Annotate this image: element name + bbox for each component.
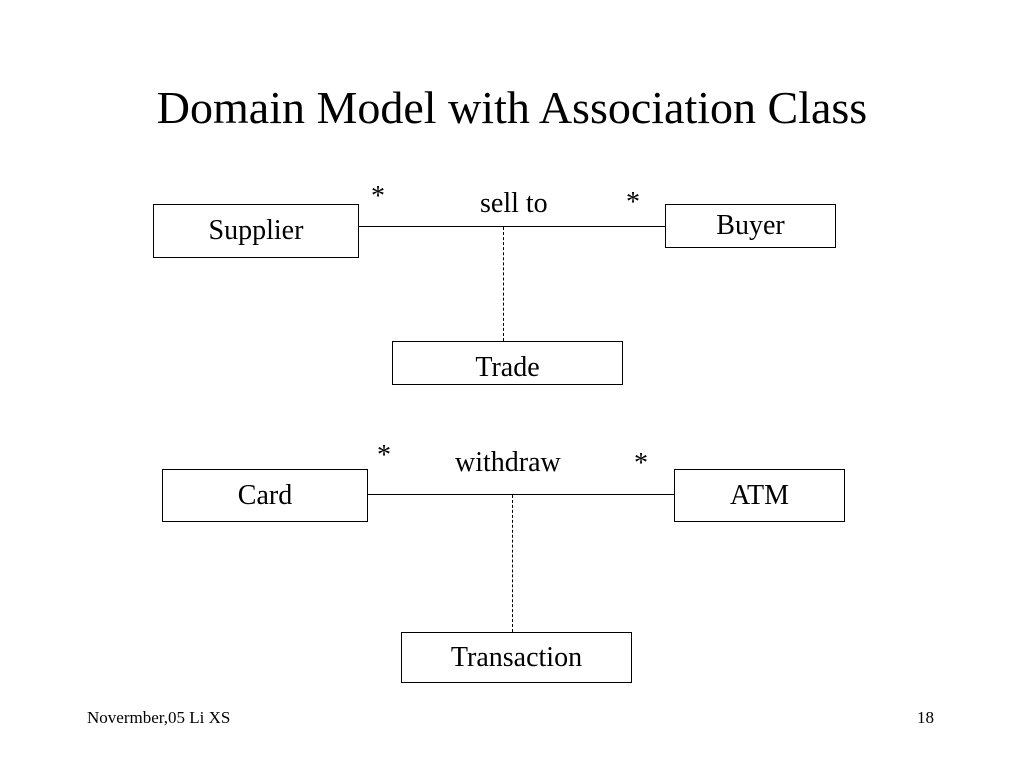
slide-page-number: 18	[917, 708, 934, 727]
multiplicity-right-buyer: *	[626, 187, 640, 218]
class-name-atm: ATM	[729, 479, 790, 511]
association-label-withdraw: withdraw	[455, 447, 561, 478]
multiplicity-left-supplier: *	[371, 181, 385, 212]
association-line-withdraw	[367, 494, 675, 495]
association-class-name-trade: Trade	[475, 352, 540, 383]
class-name-supplier: Supplier	[208, 215, 304, 246]
class-name-card: Card	[237, 479, 293, 511]
footer-author-date: Novermber,05 Li XS	[87, 708, 231, 727]
multiplicity-right-atm: *	[634, 448, 648, 479]
association-class-box-transaction: Transaction	[401, 632, 632, 683]
association-class-box-trade: Trade	[392, 341, 623, 385]
class-box-atm: ATM	[674, 469, 845, 522]
class-name-buyer: Buyer	[716, 210, 785, 241]
multiplicity-left-card: *	[377, 440, 391, 471]
association-label-sell-to: sell to	[480, 188, 548, 219]
association-class-link-trade	[503, 227, 504, 341]
association-class-link-transaction	[512, 495, 513, 632]
class-box-card: Card	[162, 469, 368, 522]
class-box-buyer: Buyer	[665, 204, 836, 248]
class-box-supplier: Supplier	[153, 204, 359, 258]
association-class-name-transaction: Transaction	[450, 641, 583, 673]
slide-title: Domain Model with Association Class	[156, 82, 868, 133]
association-line-sell-to	[358, 226, 666, 227]
